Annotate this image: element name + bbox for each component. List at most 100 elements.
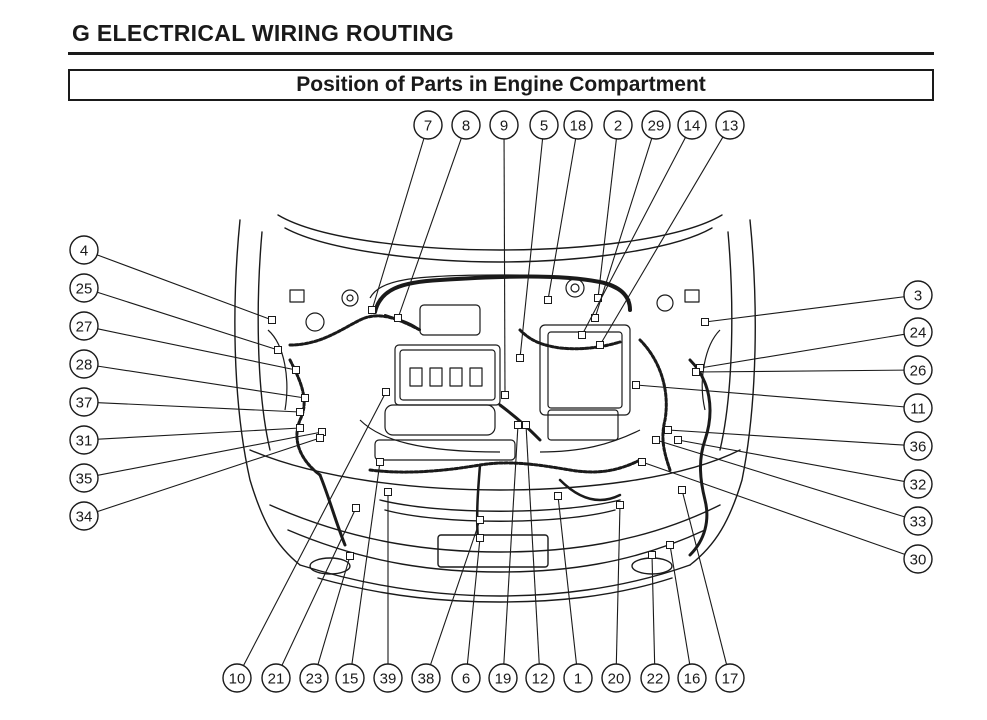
callout-circle-23	[299, 663, 329, 693]
callout-35: 35	[69, 428, 326, 493]
connector-mark-21	[352, 504, 360, 512]
callout-circle-9	[489, 110, 519, 140]
leader-line-28	[97, 365, 306, 399]
callout-2: 2	[594, 110, 633, 302]
leader-line-13	[599, 136, 724, 346]
callout-circle-8	[451, 110, 481, 140]
callout-label-24: 24	[910, 325, 927, 342]
leader-line-2	[597, 138, 617, 299]
callout-label-30: 30	[910, 552, 927, 569]
callout-circle-34	[69, 501, 99, 531]
connector-mark-36	[664, 426, 672, 434]
callout-circle-5	[529, 110, 559, 140]
callout-circle-26	[903, 355, 933, 385]
callout-label-36: 36	[910, 439, 927, 456]
leader-line-11	[635, 384, 905, 408]
callout-circle-28	[69, 349, 99, 379]
leader-line-27	[97, 328, 297, 371]
connector-mark-34	[316, 434, 324, 442]
connector-mark-10	[382, 388, 390, 396]
callout-label-25: 25	[76, 281, 93, 298]
subtitle-box: Position of Parts in Engine Compartment	[68, 69, 934, 101]
callout-label-16: 16	[684, 671, 701, 688]
callout-label-8: 8	[462, 118, 470, 135]
callout-circle-20	[601, 663, 631, 693]
callout-19: 19	[488, 421, 522, 693]
callout-31: 31	[69, 424, 304, 455]
leader-line-25	[97, 291, 279, 351]
wiring-harness	[288, 274, 712, 557]
connector-mark-18	[544, 296, 552, 304]
callout-label-38: 38	[418, 671, 435, 688]
leader-line-29	[594, 138, 653, 319]
callout-22: 22	[640, 551, 670, 693]
callout-label-35: 35	[76, 471, 93, 488]
callout-label-34: 34	[76, 509, 93, 526]
connector-mark-5	[516, 354, 524, 362]
callout-39: 39	[373, 488, 403, 693]
callout-circle-21	[261, 663, 291, 693]
callout-33: 33	[652, 436, 933, 536]
callout-circle-16	[677, 663, 707, 693]
callout-10: 10	[222, 388, 390, 693]
leader-line-20	[615, 504, 621, 665]
callout-circle-11	[903, 393, 933, 423]
subtitle-text: Position of Parts in Engine Compartment	[296, 73, 706, 96]
callout-34: 34	[69, 434, 324, 531]
callout-label-19: 19	[495, 671, 512, 688]
callout-30: 30	[638, 458, 933, 574]
callout-13: 13	[596, 110, 745, 349]
leader-line-30	[641, 461, 905, 555]
connector-mark-15	[376, 458, 384, 466]
callout-29: 29	[591, 110, 671, 322]
callout-circle-12	[525, 663, 555, 693]
callout-circle-15	[335, 663, 365, 693]
callout-circle-18	[563, 110, 593, 140]
connector-mark-1	[554, 492, 562, 500]
callout-label-33: 33	[910, 514, 927, 531]
leader-line-12	[525, 424, 540, 665]
connector-mark-19	[514, 421, 522, 429]
callout-circle-38	[411, 663, 441, 693]
leader-line-38	[430, 519, 481, 665]
callout-circle-3	[903, 280, 933, 310]
callout-8: 8	[394, 110, 481, 322]
callout-label-22: 22	[647, 671, 664, 688]
leader-line-5	[519, 138, 544, 359]
leader-line-31	[97, 427, 301, 440]
connector-mark-8	[394, 314, 402, 322]
callout-38: 38	[411, 516, 484, 693]
callout-circle-25	[69, 273, 99, 303]
connector-mark-31	[296, 424, 304, 432]
leader-line-17	[681, 489, 728, 665]
callout-label-15: 15	[342, 671, 359, 688]
callout-label-6: 6	[462, 671, 470, 688]
callout-label-10: 10	[229, 671, 246, 688]
callout-circle-32	[903, 469, 933, 499]
callout-20: 20	[601, 501, 631, 693]
callout-circle-33	[903, 506, 933, 536]
connector-mark-16	[666, 541, 674, 549]
callout-28: 28	[69, 349, 309, 402]
callout-label-29: 29	[648, 118, 665, 135]
callout-11: 11	[632, 381, 933, 423]
callout-label-9: 9	[500, 118, 508, 135]
connector-mark-39	[384, 488, 392, 496]
callout-label-39: 39	[380, 671, 397, 688]
callout-circle-37	[69, 387, 99, 417]
connector-mark-3	[701, 318, 709, 326]
callout-circle-10	[222, 663, 252, 693]
connector-mark-9	[501, 391, 509, 399]
leader-line-15	[351, 461, 381, 665]
callout-circle-31	[69, 425, 99, 455]
leader-line-21	[281, 507, 357, 666]
leader-line-16	[669, 544, 691, 665]
callout-circle-6	[451, 663, 481, 693]
callout-label-14: 14	[684, 118, 701, 135]
car-body-outline	[234, 214, 756, 603]
leader-line-4	[96, 254, 273, 321]
callout-18: 18	[544, 110, 593, 304]
leader-line-26	[695, 369, 905, 373]
leader-line-1	[557, 495, 578, 665]
leader-line-36	[667, 429, 905, 446]
